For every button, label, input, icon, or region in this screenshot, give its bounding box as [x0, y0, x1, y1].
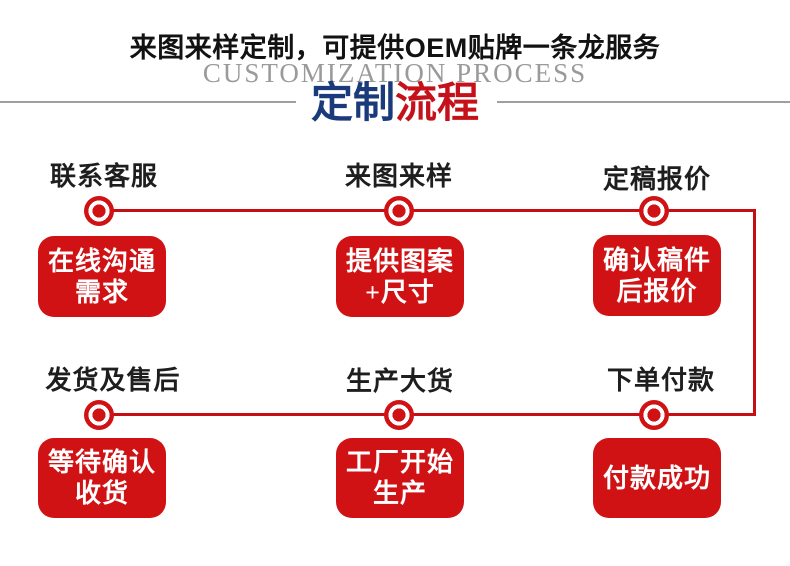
- box-text-line: 确认稿件: [602, 245, 711, 275]
- step-label-order-payment: 下单付款: [606, 366, 715, 395]
- step-box-confirm-draft-quote: 确认稿件 后报价: [593, 235, 721, 316]
- flow-node-step5: [384, 400, 414, 430]
- box-text-line: 等待确认: [47, 448, 156, 477]
- flow-node-step1: [84, 196, 114, 226]
- box-text-line: 提供图案: [345, 246, 454, 276]
- box-text-line: 在线沟通: [47, 246, 156, 276]
- step-label-provide-sample: 来图来样: [344, 162, 453, 191]
- box-text-line: 工厂开始: [345, 448, 454, 477]
- box-text-line: 后报价: [616, 276, 698, 306]
- connector-line-bottom: [98, 413, 756, 416]
- box-text-line: +尺寸: [365, 277, 435, 307]
- box-text-line: 收货: [74, 479, 129, 508]
- flow-node-step4: [639, 400, 669, 430]
- box-text-line: 需求: [74, 277, 129, 307]
- flow-node-step3: [639, 196, 669, 226]
- step-label-shipping-aftersale: 发货及售后: [45, 366, 181, 395]
- subtitle-english: CUSTOMIZATION PROCESS: [202, 58, 588, 88]
- connector-line-top: [98, 209, 756, 212]
- box-text-line: 付款成功: [602, 463, 711, 493]
- step-box-payment-success: 付款成功: [593, 438, 721, 518]
- step-label-contact-service: 联系客服: [49, 162, 158, 191]
- step-box-provide-design: 提供图案 +尺寸: [336, 236, 464, 317]
- section-title: 定制流程: [0, 82, 790, 126]
- step-label-mass-production: 生产大货: [345, 367, 454, 396]
- box-text-line: 生产: [372, 479, 427, 508]
- section-title-part2: 流程: [395, 81, 480, 127]
- page-title: 来图来样定制，可提供OEM贴牌一条龙服务: [129, 33, 661, 63]
- step-box-factory-production: 工厂开始 生产: [336, 438, 464, 518]
- divider-line-right: [497, 101, 790, 103]
- flow-node-step2: [384, 196, 414, 226]
- step-box-online-communication: 在线沟通 需求: [38, 236, 166, 317]
- step-label-final-quote: 定稿报价: [602, 165, 711, 194]
- section-title-part1: 定制: [310, 81, 395, 127]
- divider-line-left: [0, 101, 296, 103]
- step-box-await-receipt: 等待确认 收货: [38, 438, 166, 518]
- connector-line-right: [753, 209, 756, 416]
- flow-node-step6: [84, 400, 114, 430]
